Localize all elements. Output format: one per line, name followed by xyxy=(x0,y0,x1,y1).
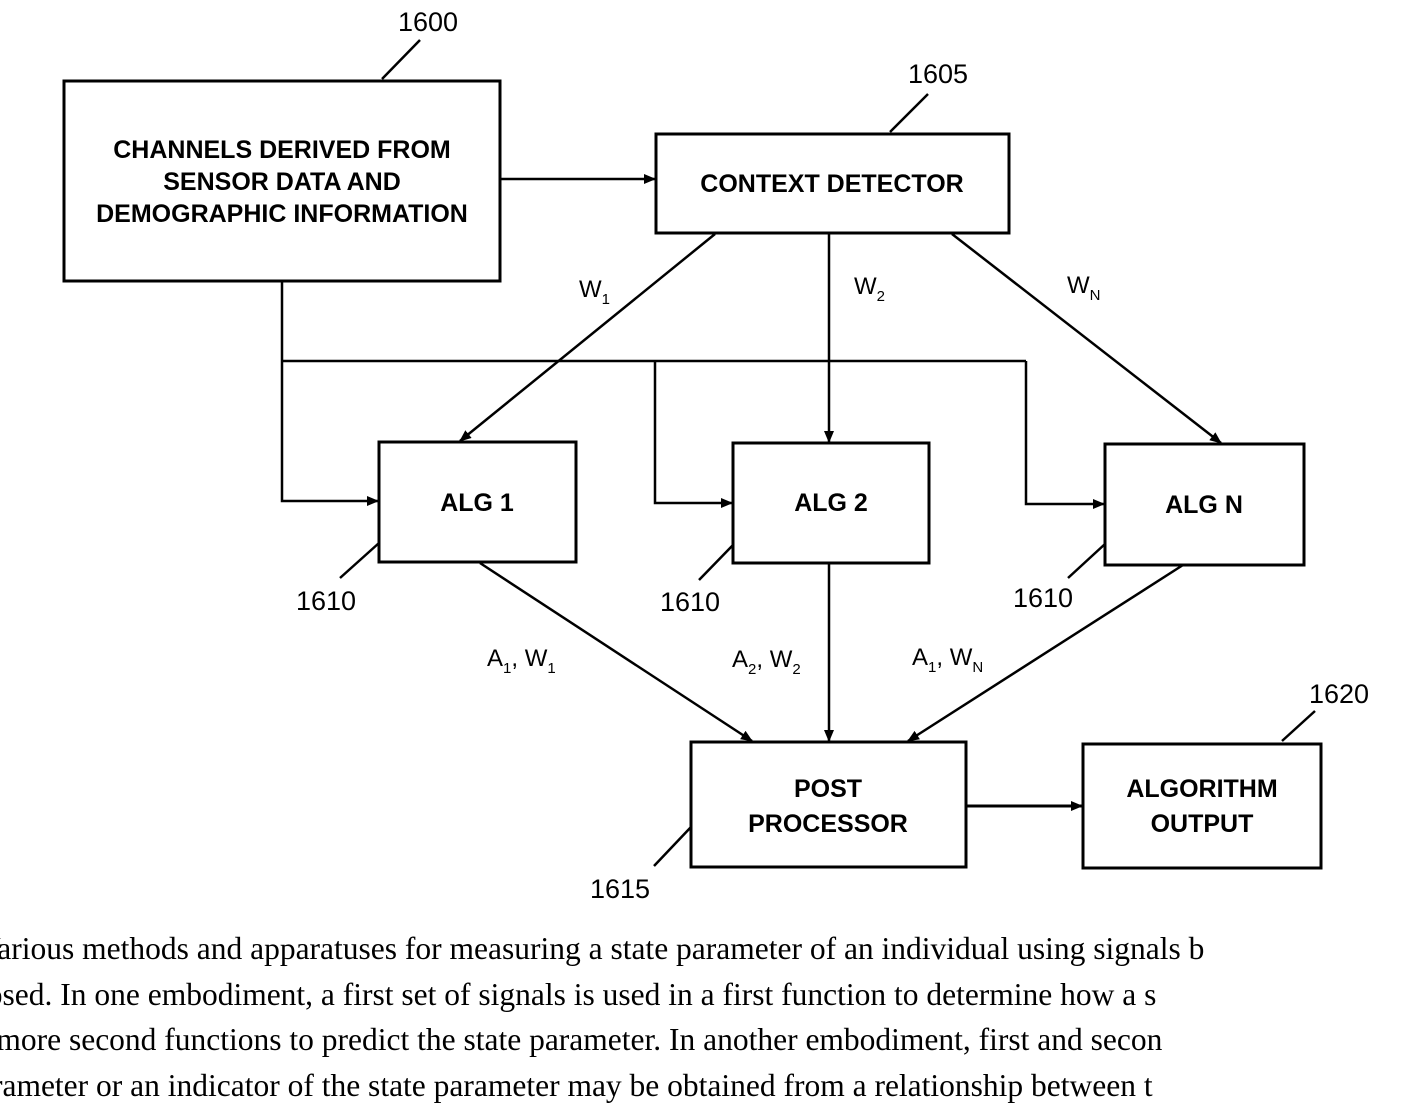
ref-1610-a: 1610 xyxy=(296,543,379,616)
label-a1-wn: A1, WN xyxy=(912,644,983,676)
post-processor-label-line-2: PROCESSOR xyxy=(748,810,908,838)
block-diagram: CHANNELS DERIVED FROM SENSOR DATA AND DE… xyxy=(0,0,1406,1081)
alg-n-box: ALG N xyxy=(1105,444,1304,565)
ref-1615-label: 1615 xyxy=(590,874,650,904)
label-a1-w1: A1, W1 xyxy=(487,645,556,677)
alg-n-label: ALG N xyxy=(1165,491,1243,519)
ref-1610-c-label: 1610 xyxy=(1013,583,1073,613)
channels-label-line-3: DEMOGRAPHIC INFORMATION xyxy=(96,200,468,228)
context-detector-box: CONTEXT DETECTOR xyxy=(656,134,1009,233)
abstract-line: losed. In one embodiment, a first set of… xyxy=(0,972,1406,1018)
arrow-context-to-algn xyxy=(952,234,1221,443)
channels-label-line-2: SENSOR DATA AND xyxy=(163,168,401,196)
ref-1620-label: 1620 xyxy=(1309,679,1369,709)
label-w1: W1 xyxy=(579,276,610,308)
ref-1610-b: 1610 xyxy=(660,545,733,617)
alg-2-label: ALG 2 xyxy=(794,489,868,517)
post-processor-label-line-1: POST xyxy=(794,775,862,803)
alg-1-box: ALG 1 xyxy=(379,442,576,562)
arrow-context-to-alg1 xyxy=(460,234,715,441)
ref-1600: 1600 xyxy=(382,7,458,79)
algorithm-output-label-line-1: ALGORITHM xyxy=(1126,775,1277,803)
ref-1610-a-label: 1610 xyxy=(296,586,356,616)
algorithm-output-box: ALGORITHM OUTPUT xyxy=(1083,744,1321,868)
alg-2-box: ALG 2 xyxy=(733,443,929,563)
channels-label-line-1: CHANNELS DERIVED FROM xyxy=(113,136,451,164)
channel-bus xyxy=(282,281,1104,504)
ref-1620: 1620 xyxy=(1282,679,1369,741)
label-w2: W2 xyxy=(854,273,885,305)
ref-1610-b-label: 1610 xyxy=(660,587,720,617)
label-a2-w2: A2, W2 xyxy=(732,646,801,678)
ref-1615: 1615 xyxy=(590,827,691,904)
ref-1600-label: 1600 xyxy=(398,7,458,37)
channels-box: CHANNELS DERIVED FROM SENSOR DATA AND DE… xyxy=(64,81,500,281)
post-processor-box: POST PROCESSOR xyxy=(691,742,966,867)
alg-1-label: ALG 1 xyxy=(440,489,514,517)
abstract-line: r more second functions to predict the s… xyxy=(0,1017,1406,1063)
abstract-line: Various methods and apparatuses for meas… xyxy=(0,926,1406,972)
ref-1610-c: 1610 xyxy=(1013,544,1105,613)
ref-1605: 1605 xyxy=(890,59,968,132)
context-detector-label: CONTEXT DETECTOR xyxy=(700,170,963,198)
algorithm-output-label-line-2: OUTPUT xyxy=(1151,810,1254,838)
abstract-line: arameter or an indicator of the state pa… xyxy=(0,1063,1406,1108)
ref-1605-label: 1605 xyxy=(908,59,968,89)
label-wn: WN xyxy=(1067,272,1101,304)
